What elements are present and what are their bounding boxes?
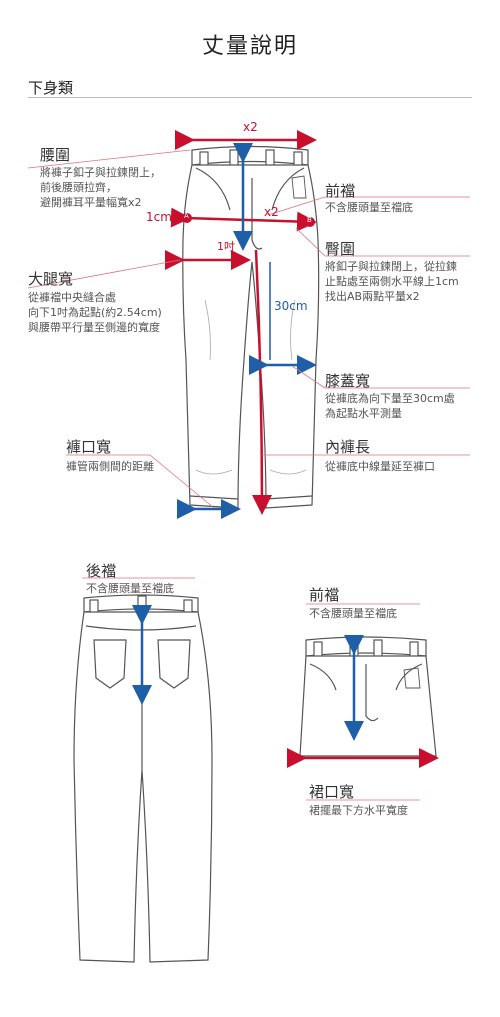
back-rise-label: 後襠	[86, 562, 117, 580]
section-title: 下身類	[28, 79, 74, 97]
front-rise-desc: 不含腰頭量至襠底	[325, 201, 413, 214]
skirt-front-rise-label: 前襠	[309, 586, 340, 604]
point-b: B	[307, 216, 312, 224]
hip-label: 臀圍	[325, 240, 356, 258]
thigh-offset-1inch: 1吋	[217, 240, 235, 253]
knee-desc: 從褲底為向下量至30cm處為起點水平測量	[325, 392, 455, 420]
hip-offset-1cm: 1cm	[146, 210, 172, 224]
skirt-hem-desc: 裙擺最下方水平寬度	[309, 804, 408, 817]
knee-offset-30cm: 30cm	[274, 299, 308, 313]
thigh-desc: 從褲襠中央縫合處向下1吋為起點(約2.54cm)與腰帶平行量至側邊的寬度	[28, 291, 162, 334]
section-divider	[28, 97, 472, 98]
hip-multiplier: x2	[264, 205, 279, 219]
page-title: 丈量說明	[201, 34, 298, 59]
front-jeans-drawing	[182, 145, 320, 509]
leader-lines	[27, 149, 470, 801]
waist-multiplier: x2	[243, 120, 258, 134]
inseam-label: 內褲長	[325, 438, 371, 456]
point-a-marker	[182, 213, 192, 223]
skirt-front-rise-desc: 不含腰頭量至襠底	[309, 607, 397, 620]
waist-label: 腰圍	[40, 146, 71, 164]
inseam-arrow	[251, 249, 272, 515]
point-a: A	[184, 212, 189, 220]
skirt-hem-label: 裙口寬	[309, 783, 355, 801]
front-rise-label: 前襠	[325, 182, 356, 200]
inseam-desc: 從褲底中線量延至褲口	[325, 460, 435, 473]
point-b-marker	[305, 217, 315, 227]
hem-desc: 褲管兩側間的距離	[66, 460, 154, 473]
skirt-drawing	[299, 636, 437, 757]
knee-label: 膝蓋寬	[325, 372, 371, 390]
hem-label: 褲口寬	[66, 438, 112, 456]
back-rise-desc: 不含腰頭量至襠底	[86, 582, 174, 595]
thigh-label: 大腿寬	[28, 270, 74, 288]
waist-desc: 將褲子釦子與拉鍊閉上，前後腰頭拉齊，避開褲耳平量幅寬x2	[40, 166, 161, 209]
